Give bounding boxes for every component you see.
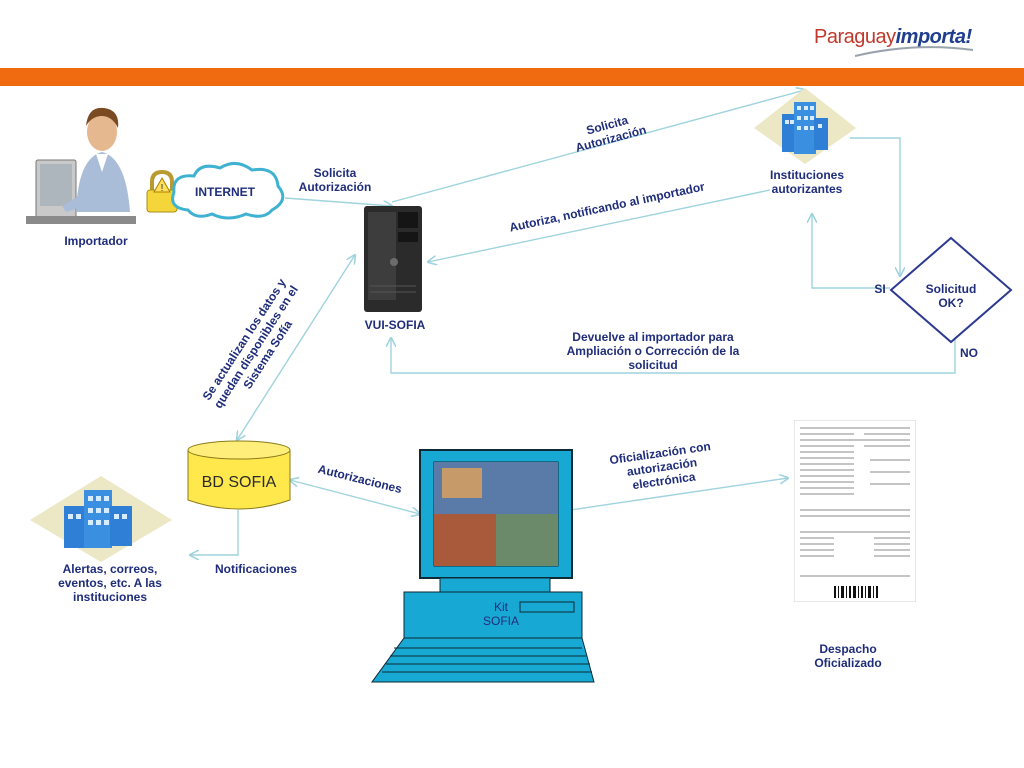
edge-decision-yes: [812, 214, 890, 289]
edge-server-to-institutions: [391, 90, 805, 203]
server-tower-icon: [364, 206, 422, 312]
importer-label: Importador: [64, 234, 128, 248]
kit-computer-icon: [371, 449, 595, 683]
edge-internet-to-server: [284, 197, 392, 206]
dispatch-document-icon: [794, 420, 916, 602]
edge-database-alerts: [190, 510, 239, 555]
padlock-warning-icon: !: [146, 170, 178, 213]
orange-header-band: [0, 68, 1024, 86]
notifications-label: Notificaciones: [214, 562, 298, 576]
edge-kit-to-document: [549, 478, 788, 514]
edge-database-server: [237, 255, 355, 440]
server-label: VUI-SOFIA: [364, 318, 426, 332]
edge-database-kit: [290, 480, 420, 514]
database-label: BD SOFIA: [201, 474, 277, 491]
database-cylinder-icon: [187, 440, 291, 510]
edge-institutions-to-decision: [850, 137, 900, 276]
edge-institutions-to-server: [428, 189, 771, 262]
logo-swoosh-icon: [855, 46, 974, 57]
decision-diamond: [889, 236, 1013, 344]
paraguay-importa-logo: Paraguayimporta!: [814, 26, 972, 48]
svg-text:!: !: [161, 183, 164, 194]
institutions-building-icon: [754, 88, 856, 164]
edge-decision-no: [391, 338, 956, 374]
internet-label: INTERNET: [195, 185, 255, 199]
internet-cloud-icon: [171, 162, 285, 220]
importer-person-icon: [26, 107, 136, 224]
alerts-building-icon: [30, 476, 172, 562]
decision-no-label: NO: [960, 346, 978, 360]
decision-yes-label: SI: [874, 282, 886, 296]
